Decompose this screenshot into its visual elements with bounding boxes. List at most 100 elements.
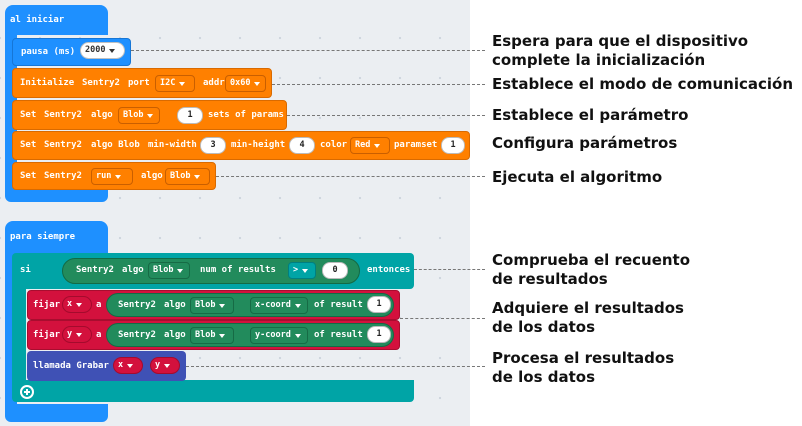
leader-line <box>414 269 485 270</box>
paramset-input[interactable]: 1 <box>441 137 465 154</box>
y-coord-dropdown[interactable]: y-coord <box>250 327 308 344</box>
y-algo-label: algo <box>164 330 186 340</box>
run-algo-label: algo <box>141 171 163 181</box>
config-params-block[interactable] <box>12 131 470 160</box>
var-y-dropdown[interactable]: y <box>62 326 92 343</box>
set-x-fijar: fijar <box>33 300 61 310</box>
annotation-run-algo: Ejecuta el algoritmo <box>492 168 663 186</box>
config-sensor: Sentry2 <box>44 140 82 150</box>
x-algo-label: algo <box>164 300 186 310</box>
caret-down-icon <box>302 268 309 273</box>
x-result-index-input[interactable]: 1 <box>367 296 391 313</box>
y-algo-dropdown[interactable]: Blob <box>190 327 234 344</box>
caret-down-icon <box>294 333 301 338</box>
color-dropdown[interactable]: Red <box>350 137 390 154</box>
run-sensor: Sentry2 <box>44 171 82 181</box>
pause-label: pausa (ms) <box>21 47 76 57</box>
arg-y-dropdown[interactable]: y <box>150 357 180 374</box>
caret-down-icon <box>219 303 226 308</box>
min-height-input[interactable]: 4 <box>289 137 315 154</box>
caret-down-icon <box>76 302 83 307</box>
cond-sensor: Sentry2 <box>76 265 114 275</box>
blocks-workspace[interactable]: al iniciar pausa (ms) 2000 Initialize Se… <box>0 0 470 426</box>
caret-down-icon <box>164 363 171 368</box>
leader-line <box>131 50 485 51</box>
leader-line <box>287 115 485 116</box>
call-grabar-label: llamada Grabar <box>33 361 109 371</box>
x-sensor: Sentry2 <box>118 300 156 310</box>
x-of-result: of result <box>314 300 363 310</box>
initialize-sensor: Sentry2 <box>82 78 120 88</box>
config-minh-label: min-height <box>231 140 286 150</box>
forever-block[interactable] <box>5 221 108 253</box>
annotation-wait-init: Espera para que el dispositivo complete … <box>492 32 749 69</box>
if-then-label: entonces <box>367 265 411 275</box>
leader-line <box>186 366 485 367</box>
caret-down-icon <box>374 143 381 148</box>
caret-down-icon <box>127 363 134 368</box>
y-of-result: of result <box>314 330 363 340</box>
config-color-label: color <box>320 140 348 150</box>
set-params-suffix: sets of params <box>208 110 284 120</box>
on-start-footer <box>5 188 108 202</box>
caret-down-icon <box>177 268 184 273</box>
compare-value-input[interactable]: 0 <box>322 262 348 279</box>
min-width-input[interactable]: 3 <box>200 137 226 154</box>
if-footer <box>12 380 414 402</box>
cond-num-label: num of results <box>200 265 276 275</box>
caret-down-icon <box>115 174 122 179</box>
compare-operator-dropdown[interactable]: > <box>288 262 316 279</box>
set-params-sensor: Sentry2 <box>44 110 82 120</box>
config-paramset-label: paramset <box>394 140 438 150</box>
cond-algo-label: algo <box>122 265 144 275</box>
caret-down-icon <box>76 332 83 337</box>
config-algo-label: algo Blob <box>91 140 140 150</box>
forever-footer <box>5 404 108 422</box>
params-count-input[interactable]: 1 <box>177 107 203 124</box>
caret-down-icon <box>219 333 226 338</box>
on-start-block[interactable] <box>5 5 108 35</box>
run-algo-dropdown[interactable]: Blob <box>165 168 210 185</box>
annotation-config-params: Configura parámetros <box>492 134 678 152</box>
if-si-label: si <box>20 265 31 275</box>
x-coord-reporter[interactable] <box>106 293 394 317</box>
algo-dropdown[interactable]: Blob <box>118 107 160 124</box>
x-coord-dropdown[interactable]: x-coord <box>250 297 308 314</box>
config-set: Set <box>20 140 37 150</box>
caret-down-icon <box>254 81 261 86</box>
plus-circle-icon[interactable] <box>20 385 34 399</box>
port-dropdown[interactable]: I2C <box>155 75 195 92</box>
set-x-a: a <box>96 300 102 310</box>
caret-down-icon <box>109 48 116 53</box>
annotation-comm-mode: Establece el modo de comunicación <box>492 75 794 93</box>
caret-down-icon <box>194 174 201 179</box>
caret-down-icon <box>179 81 186 86</box>
x-algo-dropdown[interactable]: Blob <box>190 297 234 314</box>
annotation-check-count: Comprueba el recuento de resultados <box>492 251 691 288</box>
annotation-set-param: Establece el parámetro <box>492 106 689 124</box>
var-x-dropdown[interactable]: x <box>62 296 92 313</box>
arg-x-dropdown[interactable]: x <box>113 357 143 374</box>
leader-line <box>272 84 485 85</box>
leader-line <box>216 176 485 177</box>
caret-down-icon <box>294 303 301 308</box>
run-action-dropdown[interactable]: run <box>91 168 133 185</box>
annotation-process-data: Procesa el resultados de los datos <box>492 349 675 386</box>
caret-down-icon <box>147 113 154 118</box>
set-params-set: Set <box>20 110 37 120</box>
y-sensor: Sentry2 <box>118 330 156 340</box>
y-result-index-input[interactable]: 1 <box>367 326 391 343</box>
cond-algo-dropdown[interactable]: Blob <box>148 262 190 279</box>
initialize-addr-label: addr <box>203 78 225 88</box>
run-set: Set <box>20 171 37 181</box>
addr-dropdown[interactable]: 0x60 <box>225 75 266 92</box>
forever-label: para siempre <box>10 232 76 242</box>
annotation-acquire-data: Adquiere el resultados de los datos <box>492 299 684 336</box>
leader-line <box>400 318 485 319</box>
initialize-port-label: port <box>128 78 150 88</box>
if-body <box>12 285 26 385</box>
pause-value-dropdown[interactable]: 2000 <box>80 42 125 59</box>
config-minw-label: min-width <box>148 140 197 150</box>
set-y-a: a <box>96 330 102 340</box>
initialize-label: Initialize <box>20 78 75 88</box>
